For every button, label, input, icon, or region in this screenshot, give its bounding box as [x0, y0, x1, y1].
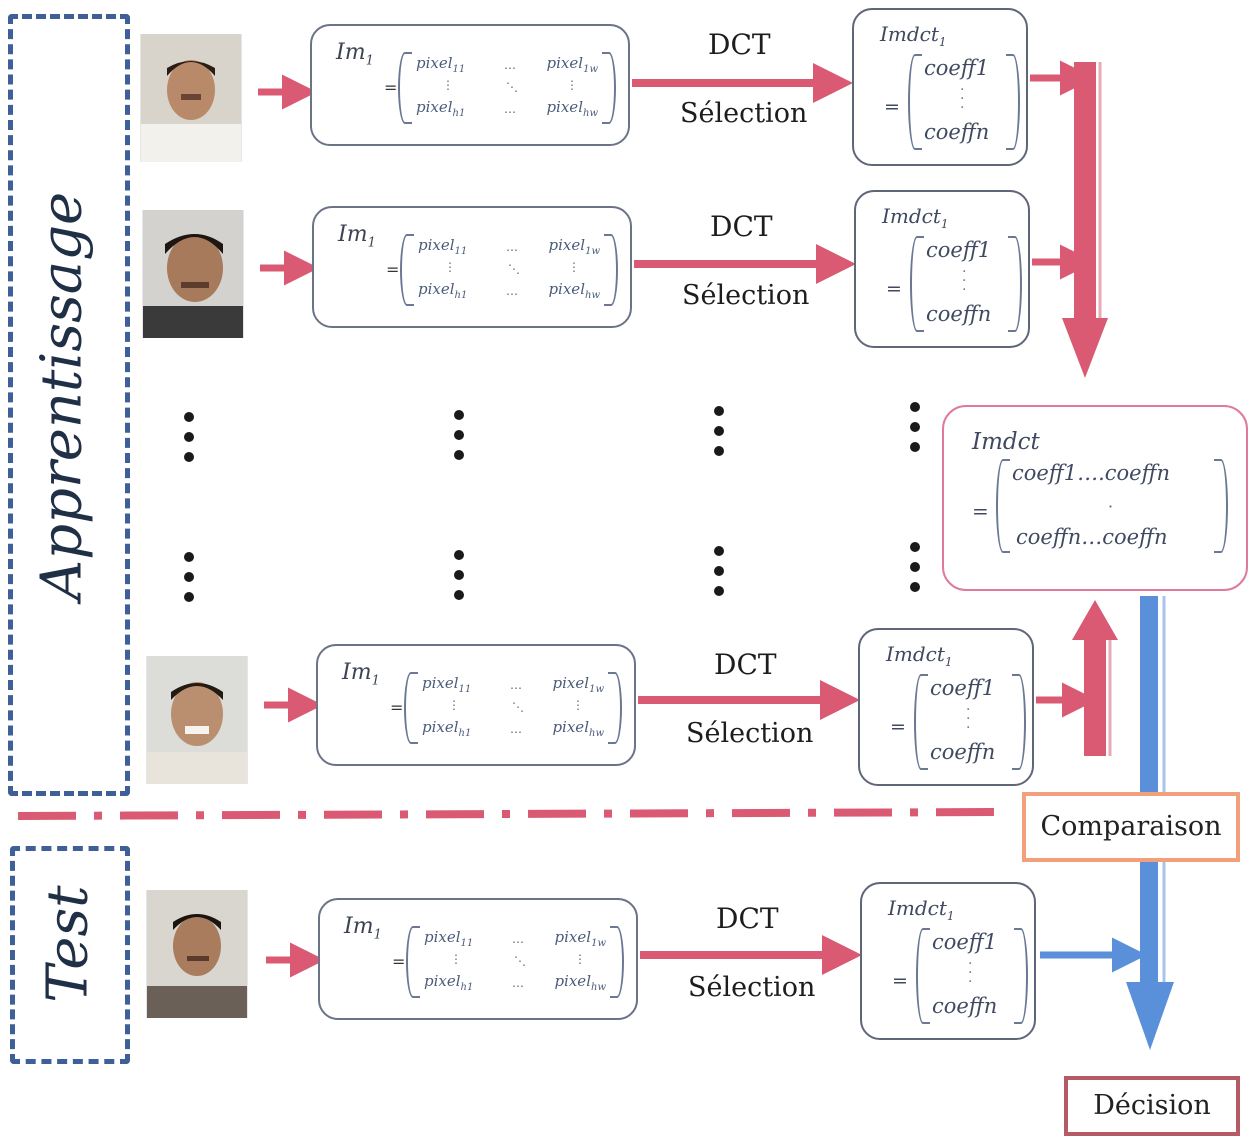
training-label: Apprentissage [29, 191, 95, 601]
decision-arrow-shaft [1140, 596, 1158, 982]
dct-coefficient-box: Imdct1 = coeff1 ··· coeffn [854, 190, 1030, 348]
down-arrow-shaft [1074, 62, 1096, 322]
aggregate-row-2: coeffn…coeffn [1016, 525, 1168, 549]
vertical-ellipsis-icon [910, 402, 922, 462]
separator-line [17, 808, 1001, 820]
up-arrow-head [1072, 600, 1118, 640]
vertical-ellipsis-icon [454, 410, 466, 470]
vertical-ellipsis-icon [714, 546, 726, 606]
dct-label: DCT [714, 648, 777, 681]
vertical-ellipsis-icon [184, 552, 196, 612]
image-label: Im1 [344, 914, 382, 943]
vertical-ellipsis-icon [714, 406, 726, 466]
selection-label: Sélection [682, 280, 810, 311]
pixel-matrix-box: Im1 = pixel11 … pixel1w ⋮ ⋱ ⋮ pixelh1 … … [318, 898, 638, 1020]
comparison-box: Comparaison [1022, 792, 1240, 862]
dct-label: DCT [710, 210, 773, 243]
selection-label: Sélection [686, 718, 814, 749]
dct-label: DCT [708, 28, 771, 61]
pixel-matrix-box: Im1 = pixel11 … pixel1w ⋮ ⋱ ⋮ pixelh1 … … [316, 644, 636, 766]
vertical-ellipsis-icon [184, 412, 196, 472]
face-photo-icon [142, 210, 244, 338]
face-photo-icon [146, 656, 248, 784]
image-label: Im1 [338, 222, 376, 251]
aggregate-row-1: coeff1….coeffn [1012, 461, 1170, 485]
dct-coefficient-box: Imdct1 = coeff1 ··· coeffn [858, 628, 1034, 786]
image-label: Im1 [336, 40, 374, 69]
face-photo-icon [146, 890, 248, 1018]
pixel-matrix-box: Im1 = pixel11 … pixel1w ⋮ ⋱ ⋮ pixelh1 … … [310, 24, 630, 146]
dct-coefficient-box: Imdct1 = coeff1 ··· coeffn [860, 882, 1036, 1040]
selection-label: Sélection [680, 98, 808, 129]
aggregate-dct-matrix: Imdct = coeff1….coeffn · coeffn…coeffn [942, 405, 1248, 591]
face-photo-icon [140, 34, 242, 162]
up-arrow-shaft [1084, 640, 1106, 756]
training-group [8, 14, 130, 796]
test-label: Test [35, 885, 101, 1003]
dct-coefficient-box: Imdct1 = coeff1 ··· coeffn [852, 8, 1028, 166]
aggregate-title: Imdct [972, 429, 1040, 455]
test-group [10, 846, 130, 1064]
pixel-matrix-box: Im1 = pixel11 … pixel1w ⋮ ⋱ ⋮ pixelh1 … … [312, 206, 632, 328]
selection-label: Sélection [688, 972, 816, 1003]
vertical-ellipsis-icon [910, 542, 922, 602]
image-label: Im1 [342, 660, 380, 689]
vertical-ellipsis-icon [454, 550, 466, 610]
decision-arrow-head [1126, 982, 1174, 1050]
down-arrow-head [1062, 318, 1108, 378]
dct-label: DCT [716, 902, 779, 935]
decision-box: Décision [1064, 1076, 1240, 1136]
